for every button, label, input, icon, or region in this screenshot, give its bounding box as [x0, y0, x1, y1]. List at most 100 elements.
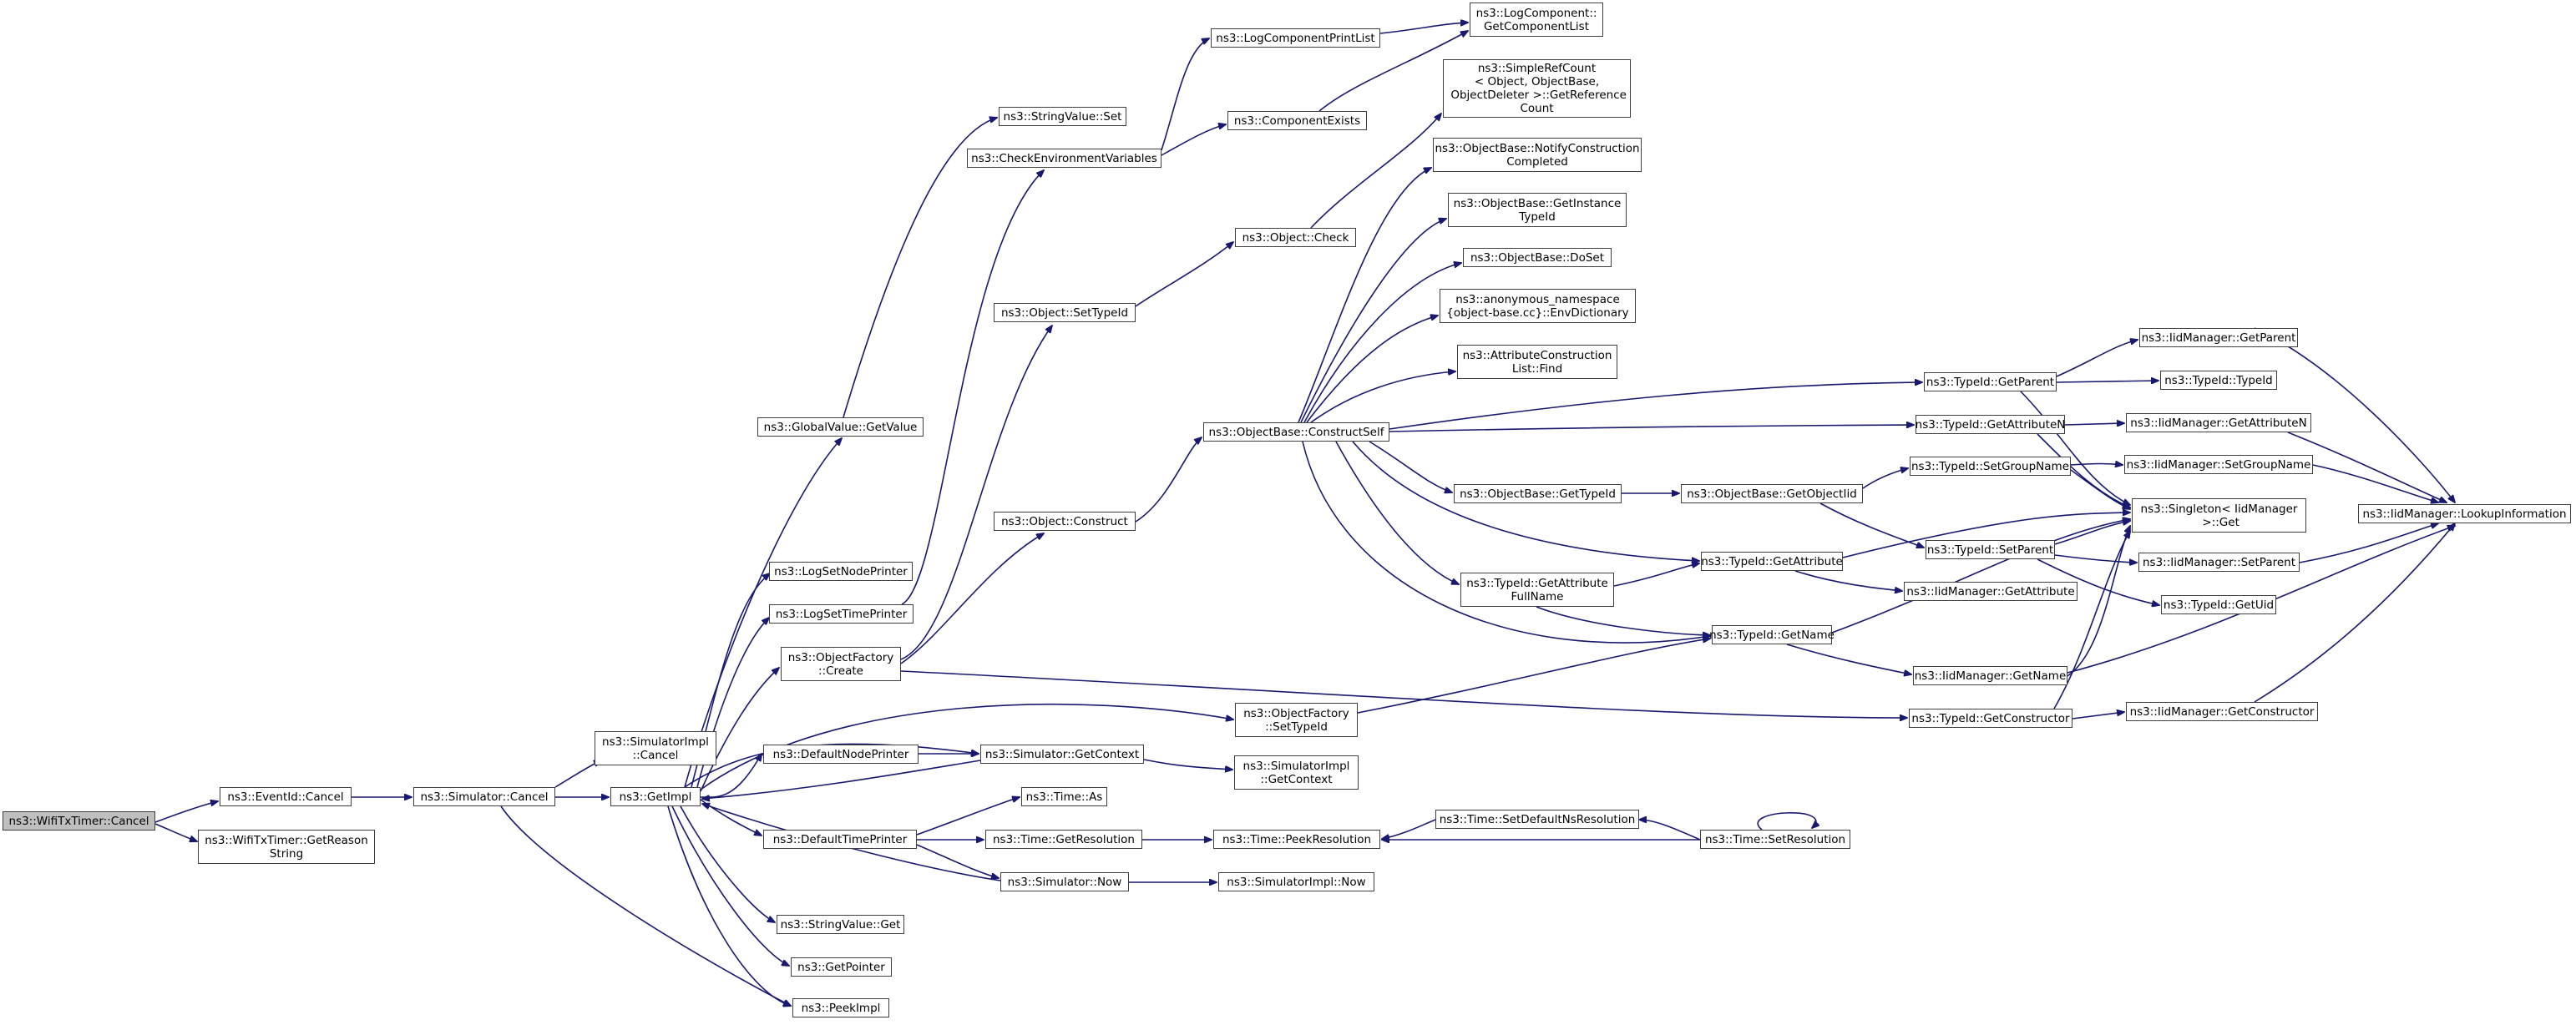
node-defaulttimeprinter[interactable]: ns3::DefaultTimePrinter [763, 830, 917, 849]
node-time-as[interactable]: ns3::Time::As [1021, 787, 1107, 806]
node-iidmanager-getattributen[interactable]: ns3::IidManager::GetAttributeN [2126, 413, 2311, 432]
node-object-check[interactable]: ns3::Object::Check [1235, 228, 1356, 247]
node-time-setresolution[interactable]: ns3::Time::SetResolution [1700, 830, 1850, 849]
node-wifitxtimer-getreasonstring[interactable]: ns3::WifiTxTimer::GetReason String [198, 830, 375, 864]
call-edge-40-43 [1613, 563, 1699, 587]
call-edge-27-43 [1352, 441, 1699, 561]
node-typeid-getconstructor[interactable]: ns3::TypeId::GetConstructor [1909, 709, 2072, 728]
node-typeid-getuid[interactable]: ns3::TypeId::GetUid [2161, 595, 2276, 614]
call-edge-27-38 [1310, 371, 1455, 423]
call-edge-10-19 [900, 533, 1044, 664]
node-typeid-getattributefullname[interactable]: ns3::TypeId::GetAttribute FullName [1460, 573, 1614, 607]
call-edge-41-30 [1382, 819, 1436, 839]
call-edge-07-16 [843, 118, 997, 418]
node-typeid-getattributen[interactable]: ns3::TypeId::GetAttributeN [1916, 415, 2065, 434]
node-objectbase-notifyconstructioncompleted[interactable]: ns3::ObjectBase::NotifyConstruction Comp… [1433, 138, 1642, 172]
call-edge-52-53 [2053, 531, 2130, 709]
node-peekimpl[interactable]: ns3::PeekImpl [792, 998, 889, 1017]
node-iidmanager-getname[interactable]: ns3::IidManager::GetName [1913, 666, 2067, 685]
node-time-getresolution[interactable]: ns3::Time::GetResolution [985, 830, 1142, 849]
node-objectbase-constructself[interactable]: ns3::ObjectBase::ConstructSelf [1203, 422, 1389, 442]
node-objectbase-doset[interactable]: ns3::ObjectBase::DoSet [1463, 248, 1612, 267]
call-edge-47-56 [2064, 423, 2124, 425]
node-iidmanager-setparent[interactable]: ns3::IidManager::SetParent [2138, 553, 2300, 572]
node-objectbase-gettypeid[interactable]: ns3::ObjectBase::GetTypeId [1454, 484, 1622, 503]
node-singleton-iidmanager-get[interactable]: ns3::Singleton< IidManager >::Get [2132, 498, 2306, 533]
node-simulatorimpl-getcontext[interactable]: ns3::SimulatorImpl ::GetContext [1234, 755, 1359, 790]
node-objectbase-getinstancetypeid[interactable]: ns3::ObjectBase::GetInstance TypeId [1448, 193, 1627, 227]
node-simulator-now[interactable]: ns3::Simulator::Now [1000, 872, 1129, 891]
node-iidmanager-getconstructor[interactable]: ns3::IidManager::GetConstructor [2126, 702, 2318, 721]
call-edge-46-53 [2020, 391, 2130, 505]
call-edge-26-33 [1310, 114, 1441, 229]
call-edge-27-35 [1300, 219, 1446, 423]
call-edge-09-17 [901, 170, 1044, 605]
node-envdictionary[interactable]: ns3::anonymous_namespace {object-base.cc… [1440, 289, 1636, 323]
node-objectbase-getobjectiid[interactable]: ns3::ObjectBase::GetObjectIid [1681, 484, 1863, 503]
call-edge-05-12 [700, 799, 762, 836]
node-getimpl[interactable]: ns3::GetImpl [610, 787, 701, 806]
node-eventid-cancel[interactable]: ns3::EventId::Cancel [220, 787, 352, 806]
node-stringvalue-set[interactable]: ns3::StringValue::Set [999, 107, 1126, 126]
node-simulator-cancel[interactable]: ns3::Simulator::Cancel [413, 787, 555, 806]
call-edge-27-34 [1298, 168, 1431, 423]
node-logsettimeprinter[interactable]: ns3::LogSetTimePrinter [769, 604, 913, 624]
call-edge-12-21 [916, 797, 1020, 836]
node-logsetnodeprinter[interactable]: ns3::LogSetNodePrinter [769, 562, 913, 581]
call-edge-05-13 [680, 805, 775, 922]
node-iidmanager-setgroupname[interactable]: ns3::IidManager::SetGroupName [2124, 455, 2313, 474]
node-componentexists[interactable]: ns3::ComponentExists [1227, 111, 1367, 130]
node-time-setdefaultnsresolution[interactable]: ns3::Time::SetDefaultNsResolution [1435, 810, 1639, 829]
node-iidmanager-getparent[interactable]: ns3::IidManager::GetParent [2139, 328, 2298, 347]
call-edge-04-15 [500, 805, 791, 1006]
node-checkenvironmentvariables[interactable]: ns3::CheckEnvironmentVariables [967, 149, 1161, 168]
node-wifitxtimer-cancel[interactable]: ns3::WifiTxTimer::Cancel [3, 811, 155, 831]
call-edge-52-60 [2072, 712, 2124, 720]
call-edge-58-61 [2299, 523, 2438, 563]
node-logcomponentprintlist[interactable]: ns3::LogComponentPrintList [1211, 28, 1380, 48]
node-globalvalue-getvalue[interactable]: ns3::GlobalValue::GetValue [757, 417, 924, 437]
call-edge-25-32 [1318, 31, 1468, 112]
call-edge-27-44 [1302, 441, 1710, 644]
call-edge-18-26 [1135, 242, 1233, 307]
node-typeid-getname[interactable]: ns3::TypeId::GetName [1709, 625, 1835, 644]
call-edge-57-61 [2312, 464, 2438, 502]
call-edge-44-51 [1786, 644, 1911, 674]
node-simplerefcount-getreferencecount[interactable]: ns3::SimpleRefCount < Object, ObjectBase… [1443, 59, 1631, 118]
node-typeid-getparent[interactable]: ns3::TypeId::GetParent [1924, 372, 2057, 391]
call-edge-43-53 [1842, 512, 2130, 558]
node-defaultnodeprinter[interactable]: ns3::DefaultNodePrinter [763, 745, 919, 764]
node-typeid-typeid[interactable]: ns3::TypeId::TypeId [2160, 371, 2277, 390]
node-typeid-getattribute[interactable]: ns3::TypeId::GetAttribute [1701, 552, 1843, 571]
node-typeid-setparent[interactable]: ns3::TypeId::SetParent [1926, 540, 2055, 559]
call-edge-19-27 [1135, 437, 1202, 523]
node-object-settypeid[interactable]: ns3::Object::SetTypeId [994, 303, 1136, 322]
call-edge-40-44 [1536, 606, 1710, 635]
node-stringvalue-get[interactable]: ns3::StringValue::Get [777, 915, 904, 934]
call-edge-05-10 [700, 668, 779, 792]
node-getpointer[interactable]: ns3::GetPointer [791, 957, 892, 977]
node-object-construct[interactable]: ns3::Object::Construct [994, 512, 1136, 531]
call-edge-48-53 [2070, 469, 2130, 509]
node-iidmanager-getattribute[interactable]: ns3::IidManager::GetAttribute [1904, 582, 2078, 601]
call-edge-42-49 [1819, 502, 1924, 548]
node-simulatorimpl-cancel[interactable]: ns3::SimulatorImpl ::Cancel [595, 731, 716, 765]
node-iidmanager-lookupinformation[interactable]: ns3::IidManager::LookupInformation [2358, 504, 2571, 523]
call-edge-28-44 [1357, 639, 1710, 714]
call-edge-05-14 [671, 805, 789, 966]
node-time-peekresolution[interactable]: ns3::Time::PeekResolution [1213, 830, 1380, 849]
node-logcomponent-getcomponentlist[interactable]: ns3::LogComponent:: GetComponentList [1470, 3, 1603, 37]
call-edge-46-54 [2056, 340, 2138, 377]
node-objectfactory-settypeid[interactable]: ns3::ObjectFactory ::SetTypeId [1235, 703, 1358, 737]
node-attributeconstructionlist-find[interactable]: ns3::AttributeConstruction List::Find [1457, 345, 1617, 379]
call-edge-49-59 [2037, 558, 2159, 605]
node-simulatorimpl-now[interactable]: ns3::SimulatorImpl::Now [1218, 872, 1374, 891]
node-simulator-getcontext[interactable]: ns3::Simulator::GetContext [980, 745, 1144, 764]
call-edge-49-58 [2054, 554, 2137, 563]
call-edge-10-18 [900, 326, 1052, 660]
call-edge-27-46 [1389, 382, 1922, 430]
node-typeid-setgroupname[interactable]: ns3::TypeId::SetGroupName [1910, 457, 2071, 476]
node-objectfactory-create[interactable]: ns3::ObjectFactory ::Create [781, 647, 901, 681]
call-edge-49-53 [2054, 521, 2130, 545]
